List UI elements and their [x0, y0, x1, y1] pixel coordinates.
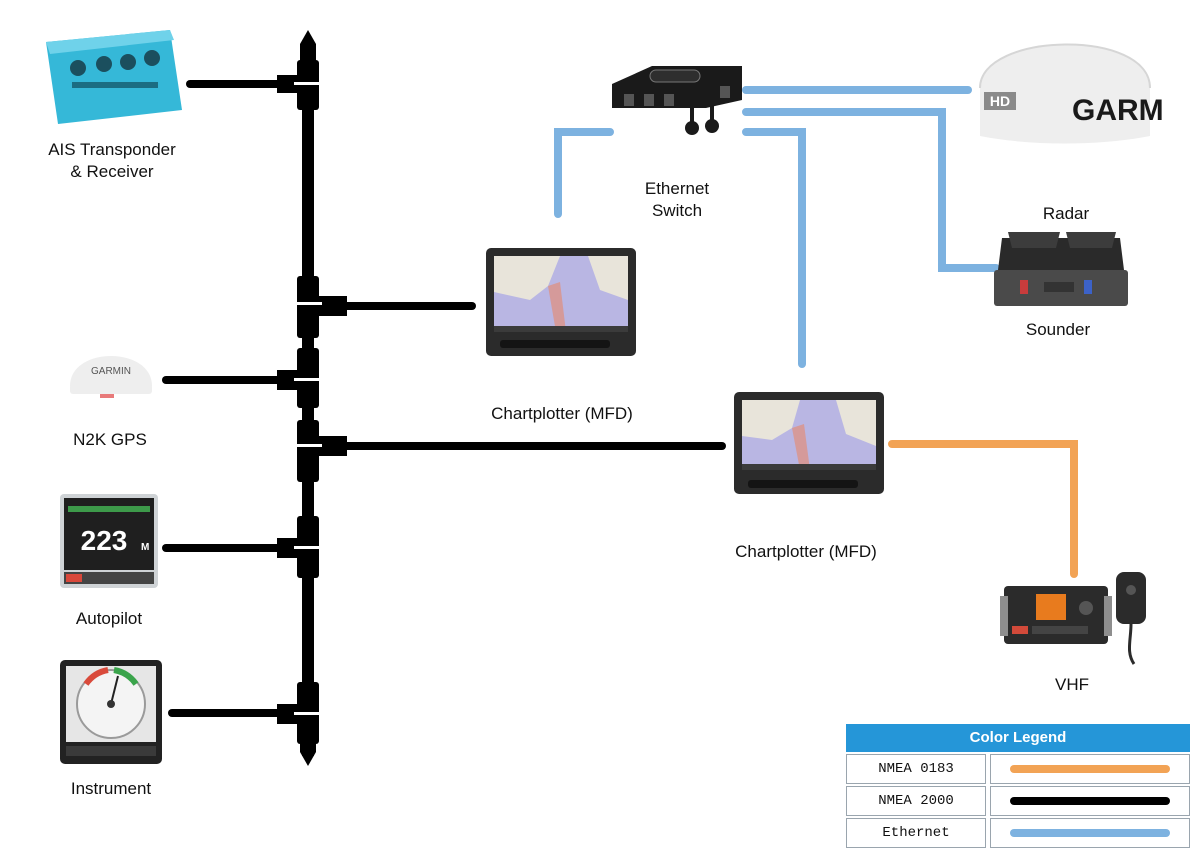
autopilot-unit: M — [141, 542, 149, 553]
legend-title: Color Legend — [846, 724, 1190, 752]
switch-label-line1: Ethernet — [644, 179, 710, 198]
legend-swatch-nmea0183 — [990, 754, 1190, 784]
autopilot-display-icon: 223 M — [60, 494, 158, 588]
gps-antenna-icon: GARMIN — [70, 356, 152, 398]
legend-swatch-ethernet — [990, 818, 1190, 848]
tee-connector-gps — [277, 348, 322, 408]
switch-label: Ethernet Switch — [622, 178, 732, 222]
ais-label-line2: & Receiver — [70, 162, 154, 181]
ethernet-links — [554, 86, 1000, 368]
tee-connector-instrument — [277, 682, 322, 744]
mfd2-label: Chartplotter (MFD) — [735, 542, 877, 561]
tee-connector-mfd2 — [294, 420, 347, 482]
vhf-label: VHF — [1055, 675, 1089, 694]
vhf-radio-icon — [1000, 572, 1146, 665]
legend-name-ethernet: Ethernet — [846, 818, 986, 848]
legend-row-nmea0183: NMEA 0183 — [846, 754, 1190, 784]
gps-label: N2K GPS — [73, 430, 147, 449]
radar-label: Radar — [1042, 204, 1090, 223]
instrument-label: Instrument — [70, 779, 152, 798]
tee-connector-ais — [277, 60, 322, 110]
switch-label-line2: Switch — [651, 201, 703, 220]
gps-brand: GARMIN — [91, 366, 131, 377]
autopilot-label: Autopilot — [75, 609, 143, 628]
radar-dome-icon: HD GARM — [979, 43, 1164, 144]
terminator-bottom — [300, 740, 316, 766]
color-legend: Color Legend NMEA 0183 NMEA 2000 Etherne… — [846, 724, 1190, 848]
sounder-box-icon — [994, 232, 1128, 306]
legend-name-nmea0183: NMEA 0183 — [846, 754, 986, 784]
legend-swatch-nmea2000 — [990, 786, 1190, 816]
legend-line-ethernet — [1010, 829, 1170, 837]
mfd1-label: Chartplotter (MFD) — [491, 404, 633, 423]
ais-label: AIS Transponder & Receiver — [30, 139, 194, 183]
ethernet-switch-icon — [612, 66, 742, 135]
legend-row-ethernet: Ethernet — [846, 818, 1190, 848]
gauge-display-icon — [60, 660, 162, 764]
nmea0183-mfd2-to-vhf — [888, 440, 1078, 578]
legend-line-nmea0183 — [1010, 765, 1170, 773]
ais-transponder-icon — [46, 30, 182, 124]
radar-brand: GARM — [1072, 94, 1164, 127]
nmea2000-backbone — [277, 30, 347, 766]
chartplotter-icon-2 — [734, 392, 884, 494]
ethernet-switch-to-mfd2 — [742, 128, 806, 368]
legend-row-nmea2000: NMEA 2000 — [846, 786, 1190, 816]
chartplotter-icon-1 — [486, 248, 636, 356]
sounder-label: Sounder — [1025, 320, 1091, 339]
autopilot-reading: 223 — [81, 525, 128, 556]
tee-connector-autopilot — [277, 516, 322, 578]
nmea2000-drops — [162, 80, 726, 717]
ethernet-switch-to-mfd1 — [554, 128, 614, 218]
legend-name-nmea2000: NMEA 2000 — [846, 786, 986, 816]
ethernet-switch-to-sounder — [742, 108, 1000, 272]
tee-connector-mfd1 — [294, 276, 347, 338]
legend-line-nmea2000 — [1010, 797, 1170, 805]
ais-label-line1: AIS Transponder — [48, 140, 176, 159]
nmea0183-links — [888, 440, 1078, 578]
radar-badge: HD — [990, 93, 1010, 109]
